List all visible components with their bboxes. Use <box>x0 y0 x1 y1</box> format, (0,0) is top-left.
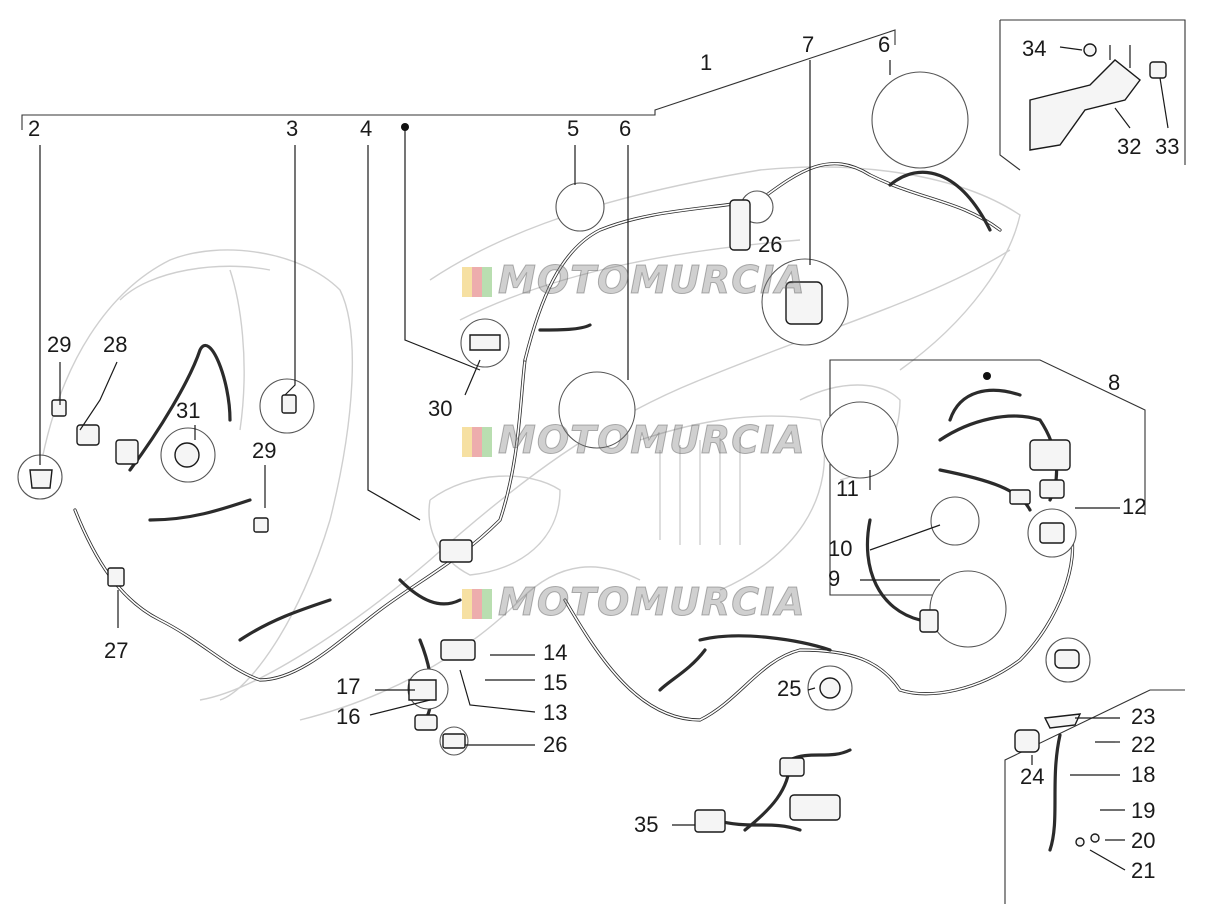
callout-17: 17 <box>336 674 361 699</box>
callout-35: 35 <box>634 812 659 837</box>
callout-7: 7 <box>802 32 815 57</box>
bullet-marker <box>983 372 991 380</box>
callout-6: 6 <box>878 32 891 57</box>
detail-circles <box>17 71 1091 756</box>
watermark: MOTOMURCIA <box>462 418 806 463</box>
callout-25: 25 <box>777 676 802 701</box>
callout-1: 1 <box>700 50 713 75</box>
watermark-text: MOTOMURCIA <box>498 418 806 463</box>
callout-10: 10 <box>828 536 853 561</box>
callout-2: 2 <box>28 116 41 141</box>
callout-11: 11 <box>836 476 859 501</box>
callout-24: 24 <box>1020 764 1045 789</box>
harness-35 <box>694 748 852 833</box>
callout-12: 12 <box>1122 494 1147 519</box>
callout-20: 20 <box>1131 828 1156 853</box>
callout-14: 14 <box>543 640 568 665</box>
callout-6: 6 <box>619 116 632 141</box>
leader-lines <box>39 46 1169 871</box>
callout-22: 22 <box>1131 732 1156 757</box>
callout-13: 13 <box>543 700 568 725</box>
callout-33: 33 <box>1155 134 1180 159</box>
bullet-marker <box>401 123 409 131</box>
battery-harness <box>865 388 1071 622</box>
callout-26: 26 <box>543 732 568 757</box>
callout-5: 5 <box>567 116 580 141</box>
ground-cable-assembly <box>1014 713 1115 852</box>
callout-18: 18 <box>1131 762 1156 787</box>
callout-32: 32 <box>1117 134 1142 159</box>
watermark: MOTOMURCIA <box>462 258 806 303</box>
callout-34: 34 <box>1022 36 1047 61</box>
callout-28: 28 <box>103 332 128 357</box>
callout-26: 26 <box>758 232 783 257</box>
callout-29: 29 <box>252 438 277 463</box>
callout-21: 21 <box>1131 858 1156 883</box>
callout-9: 9 <box>828 566 841 591</box>
callout-15: 15 <box>543 670 568 695</box>
callout-31: 31 <box>176 398 201 423</box>
callout-27: 27 <box>104 638 129 663</box>
watermark-text: MOTOMURCIA <box>498 258 806 303</box>
callout-3: 3 <box>286 116 299 141</box>
watermark-flag-icon <box>462 267 492 297</box>
rear-wiring-harness <box>563 528 1075 722</box>
watermark-flag-icon <box>462 589 492 619</box>
callout-8: 8 <box>1108 370 1121 395</box>
watermark-flag-icon <box>462 427 492 457</box>
bracket-assembly <box>1029 43 1167 151</box>
small-components <box>29 199 1080 749</box>
callout-4: 4 <box>360 116 373 141</box>
watermark-text: MOTOMURCIA <box>498 580 806 625</box>
callout-30: 30 <box>428 396 453 421</box>
callout-23: 23 <box>1131 704 1156 729</box>
watermark: MOTOMURCIA <box>462 580 806 625</box>
callout-29: 29 <box>47 332 72 357</box>
callout-19: 19 <box>1131 798 1156 823</box>
callout-16: 16 <box>336 704 361 729</box>
